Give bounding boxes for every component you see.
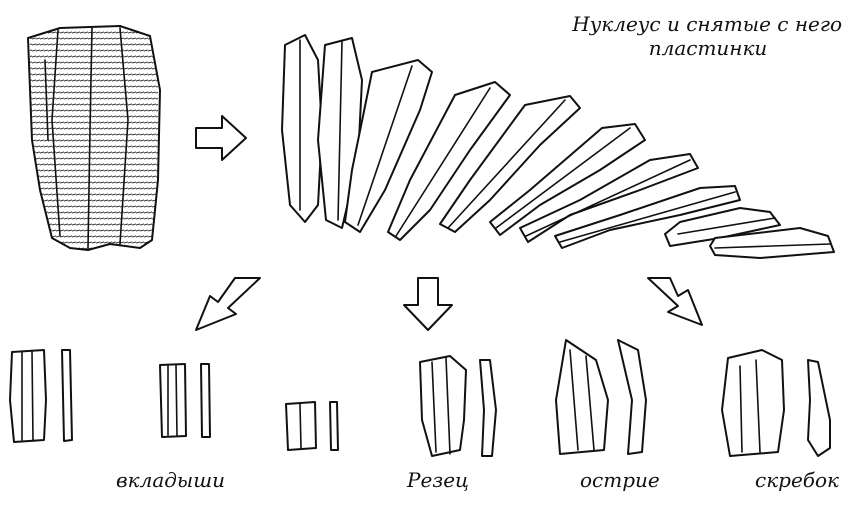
blades-fan	[282, 35, 834, 258]
label-burin: Резец	[407, 468, 469, 492]
arrow-down-left	[196, 278, 260, 330]
label-inserts: вкладыши	[116, 468, 225, 492]
title-line-2: пластинки	[628, 36, 788, 60]
arrow-down-right	[648, 278, 702, 325]
insert-3	[286, 402, 338, 450]
arrow-down-center	[404, 278, 452, 330]
title-line-1: Нуклеус и снятые с него	[572, 12, 842, 36]
core-nucleus	[28, 26, 160, 250]
burin	[420, 356, 496, 456]
arrow-right	[196, 116, 246, 160]
blade-1	[282, 35, 322, 222]
point	[556, 340, 646, 454]
label-scraper: скребок	[755, 468, 839, 492]
insert-2	[160, 364, 210, 437]
label-point: острие	[580, 468, 660, 492]
scraper	[722, 350, 830, 456]
insert-1	[10, 350, 72, 442]
